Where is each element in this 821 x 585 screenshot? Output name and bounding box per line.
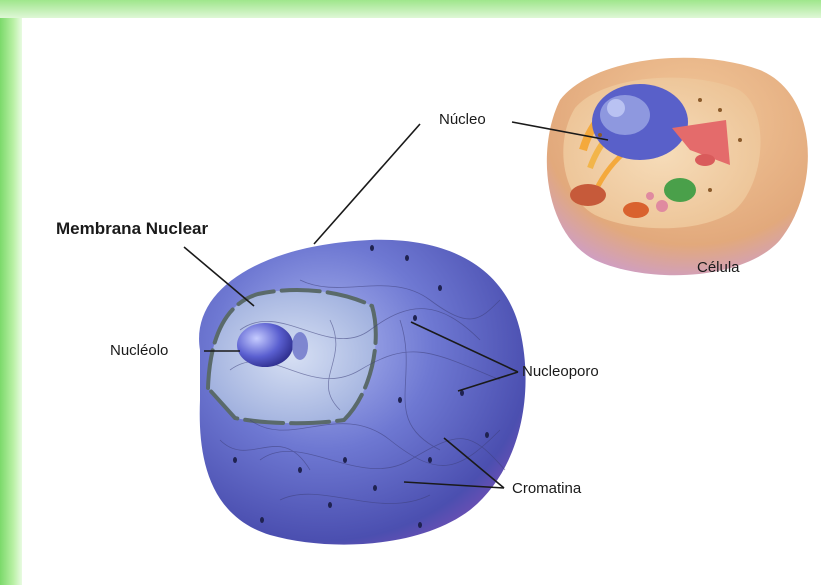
label-nucleolo: Nucléolo [110,342,168,359]
label-nucleoporo: Nucleoporo [522,363,599,380]
label-celula: Célula [697,259,740,276]
cell-illustration [547,58,808,276]
label-cromatina: Cromatina [512,480,581,497]
label-membrana-nuclear: Membrana Nuclear [56,219,208,239]
nucleus-illustration [199,240,525,545]
label-nucleo: Núcleo [439,111,486,128]
